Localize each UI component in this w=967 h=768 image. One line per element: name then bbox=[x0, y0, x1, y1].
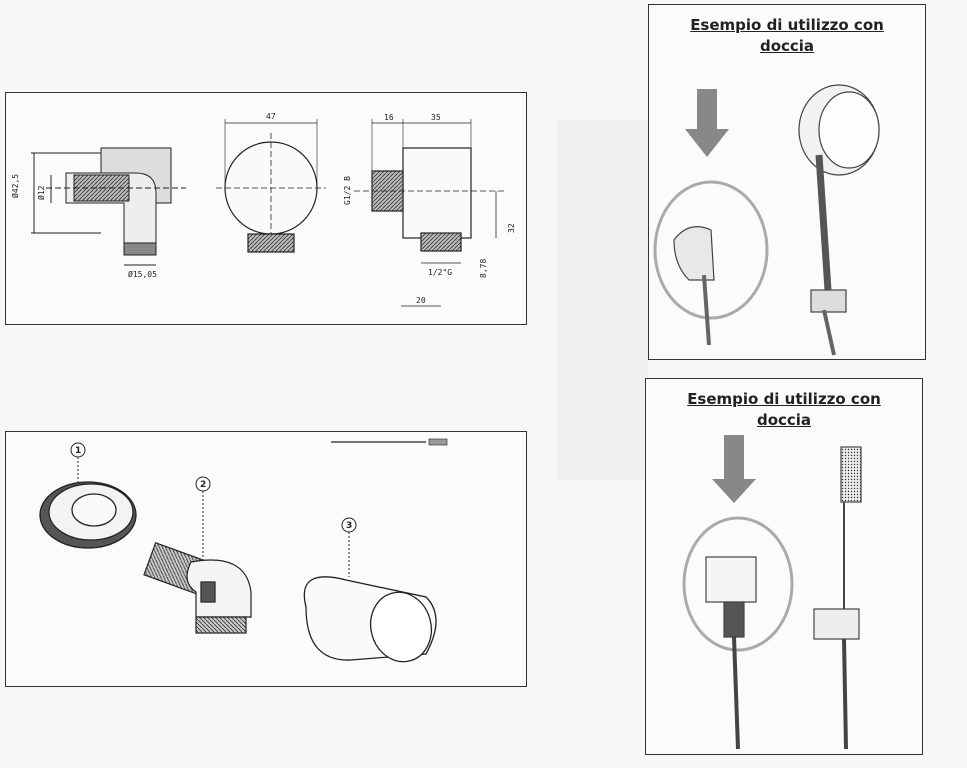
example-panel-square: Esempio di utilizzo con doccia bbox=[645, 378, 923, 755]
square-wall-outlet bbox=[705, 556, 757, 750]
down-arrow-icon bbox=[685, 89, 729, 157]
dim-g-1-2-b: G1/2 B bbox=[343, 176, 352, 205]
callout-2-label: 2 bbox=[200, 480, 206, 490]
part-rosette bbox=[39, 481, 137, 549]
highlight-circle bbox=[653, 180, 769, 320]
dim-42-5: Ø42,5 bbox=[10, 174, 20, 198]
dim-8-78: 8,78 bbox=[479, 259, 488, 278]
round-hand-shower bbox=[798, 84, 880, 356]
part-elbow bbox=[143, 541, 252, 634]
side-view bbox=[354, 119, 506, 307]
dim-35: 35 bbox=[431, 113, 441, 122]
dim-32: 32 bbox=[507, 223, 516, 233]
down-arrow-icon bbox=[712, 435, 756, 503]
example-illustration-square bbox=[682, 435, 862, 750]
example-illustration-round bbox=[653, 84, 880, 356]
technical-drawing: Ø42,5 Ø12 Ø15,05 47 16 bbox=[10, 112, 516, 307]
dim-15-05: Ø15,05 bbox=[128, 269, 157, 279]
dim-47: 47 bbox=[266, 112, 276, 121]
exploded-view: 1 2 3 bbox=[39, 438, 448, 663]
square-hand-shower bbox=[813, 446, 862, 750]
highlight-circle bbox=[682, 516, 794, 652]
dim-12: Ø12 bbox=[36, 185, 46, 200]
part-cover bbox=[303, 576, 437, 663]
front-view bbox=[216, 119, 326, 253]
example-panel-round: Esempio di utilizzo con doccia bbox=[648, 4, 926, 360]
callout-3-label: 3 bbox=[346, 521, 352, 531]
exploded-view-panel: 1 2 3 bbox=[5, 431, 527, 687]
round-wall-outlet bbox=[673, 226, 715, 346]
section-view bbox=[31, 147, 186, 266]
dim-thread-1-2-g: 1/2"G bbox=[428, 268, 452, 277]
callout-1-label: 1 bbox=[75, 446, 81, 456]
background-shadow bbox=[558, 120, 648, 480]
dim-16: 16 bbox=[384, 113, 394, 122]
technical-drawing-panel: Ø42,5 Ø12 Ø15,05 47 16 bbox=[5, 92, 527, 325]
example-title-line2: doccia bbox=[759, 37, 815, 55]
example-title-line1: Esempio di utilizzo con bbox=[687, 390, 881, 408]
example-title-line2: doccia bbox=[756, 411, 812, 429]
example-title-line1: Esempio di utilizzo con bbox=[690, 16, 884, 34]
dim-20: 20 bbox=[416, 296, 426, 305]
